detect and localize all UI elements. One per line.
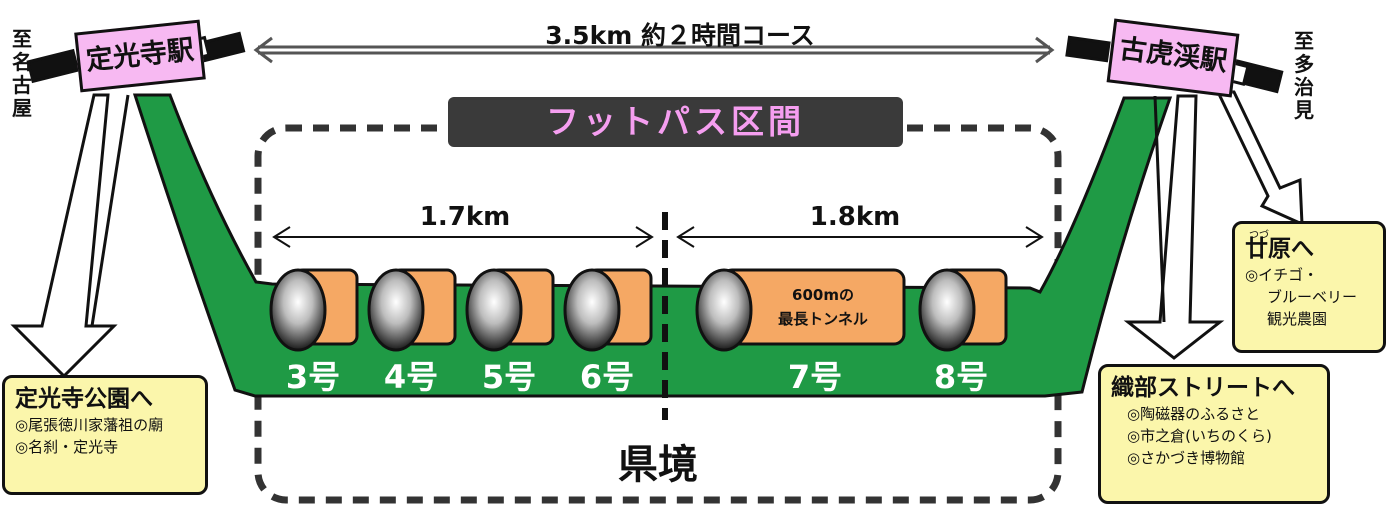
direction-right: 至 多 治 見 [1292, 30, 1316, 122]
callout-tsuzurahara-title: 廿原へ [1245, 236, 1314, 262]
callout-jokoji-park: 定光寺公園へ ◎尾張徳川家藩祖の廟 ◎名刹・定光寺 [2, 375, 208, 495]
tunnel-label-5: 5号 [481, 358, 537, 396]
tunnel-label-4: 4号 [383, 358, 439, 396]
callout-jokoji-park-line-1: ◎尾張徳川家藩祖の廟 [15, 416, 164, 434]
callout-tsuzurahara-line-3: 観光農園 [1267, 310, 1328, 328]
tunnel-7 [695, 268, 906, 352]
direction-left-char-1: 至 [12, 27, 32, 51]
callout-tsuzurahara-ruby: つづ [1249, 230, 1269, 241]
direction-left-char-2: 名 [12, 50, 32, 74]
callout-tsuzurahara-line-2: ブルーベリー [1267, 288, 1358, 306]
callout-tsuzurahara-line-1: ◎イチゴ・ [1245, 266, 1319, 284]
tunnel-8 [918, 268, 1008, 352]
arrow-to-oribe-street [1123, 94, 1225, 360]
direction-right-char-3: 治 [1294, 75, 1314, 99]
arrow-to-jokoji-park [10, 93, 118, 379]
longest-tunnel-note-line1: 600mの [792, 286, 854, 304]
tunnel-label-7: 7号 [787, 358, 843, 396]
direction-right-char-1: 至 [1294, 29, 1314, 53]
callout-oribe-street-line-1: ◎陶磁器のふるさと [1127, 405, 1261, 423]
callout-jokoji-park-line-2: ◎名刹・定光寺 [15, 438, 119, 456]
callout-jokoji-park-title: 定光寺公園へ [15, 386, 153, 412]
tunnel-label-8: 8号 [933, 358, 989, 396]
tunnel-5 [465, 268, 555, 352]
direction-left: 至 名 古 屋 [10, 28, 34, 120]
arrow-to-tsuzurahara [1215, 90, 1304, 227]
tunnel-label-3: 3号 [285, 358, 341, 396]
direction-right-char-4: 見 [1294, 98, 1314, 122]
callout-oribe-street-line-2: ◎市之倉(いちのくら) [1127, 427, 1272, 445]
callout-oribe-street-line-3: ◎さかづき博物館 [1127, 449, 1246, 467]
callout-oribe-street-title: 織部ストリートへ [1111, 375, 1295, 401]
direction-left-char-3: 古 [12, 73, 32, 97]
prefecture-border-label: 県境 [618, 442, 698, 488]
tunnel-label-6: 6号 [579, 358, 635, 396]
tunnel-3 [269, 268, 359, 352]
footpath-section-banner: フットパス区間 [448, 97, 903, 147]
callout-tsuzurahara: つづ 廿原へ ◎イチゴ・ ブルーベリー 観光農園 [1232, 221, 1386, 353]
direction-right-char-2: 多 [1294, 52, 1314, 76]
direction-left-char-4: 屋 [12, 96, 32, 120]
distance-left-section: 1.7km [419, 202, 511, 232]
tunnel-6 [563, 268, 653, 352]
total-course-label: 3.5km 約２時間コース [545, 21, 815, 50]
tunnel-4 [367, 268, 457, 352]
distance-right-section: 1.8km [809, 202, 901, 232]
callout-oribe-street: 織部ストリートへ ◎陶磁器のふるさと ◎市之倉(いちのくら) ◎さかづき博物館 [1098, 364, 1330, 504]
longest-tunnel-note-line2: 最長トンネル [778, 310, 868, 328]
longest-tunnel-note: 600mの 最長トンネル [748, 283, 898, 331]
